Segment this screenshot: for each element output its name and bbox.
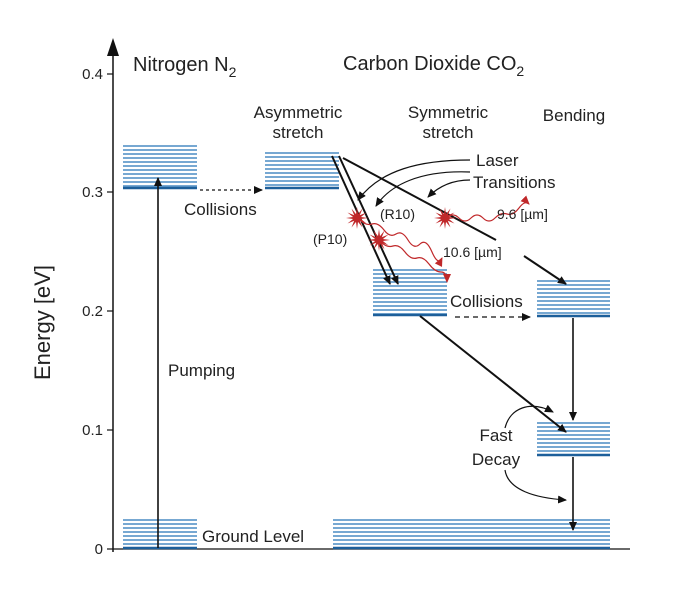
- fast-decay-label-2: Decay: [472, 450, 521, 469]
- collisions-label-1: Collisions: [184, 200, 257, 219]
- tick-label: 0.1: [82, 422, 103, 439]
- collisions-label-2: Collisions: [450, 292, 523, 311]
- transition-arrows: [154, 155, 577, 548]
- photon-burst-icon: [434, 207, 456, 229]
- photon-waves: [359, 195, 530, 283]
- n2-ground-level: [123, 519, 197, 550]
- symmetric-level: [373, 269, 447, 317]
- laser-pointer-3: [427, 179, 471, 198]
- co2-ground-level: [333, 519, 610, 550]
- tick-label: 0.2: [82, 303, 103, 320]
- r10-label: (R10): [380, 206, 415, 222]
- bending-label: Bending: [543, 106, 605, 125]
- laser-pointer-1: [357, 159, 471, 201]
- ground-level-label: Ground Level: [202, 527, 304, 546]
- photon-burst-icon: [368, 229, 390, 251]
- fast-decay-pointer-2: [504, 469, 567, 504]
- transition-arrow-r10: [338, 155, 399, 285]
- pumping-label: Pumping: [168, 361, 235, 380]
- asymmetric-label: Asymmetric: [254, 103, 343, 122]
- photon-wave-p10: [380, 241, 451, 283]
- n2-upper-level: [123, 145, 197, 190]
- tick-label: 0.4: [82, 66, 103, 83]
- decay-arrow-sym: [419, 315, 567, 433]
- symmetric-label: Symmetric: [408, 103, 489, 122]
- nitrogen-header: Nitrogen N2: [133, 54, 237, 80]
- wavelength-106-label: 10.6 [µm]: [443, 244, 502, 260]
- photon-burst-icon: [346, 207, 368, 229]
- wavelength-96-label: 9.6 [µm]: [497, 206, 548, 222]
- tick-label: 0: [95, 541, 103, 558]
- fast-decay-label-1: Fast: [479, 426, 512, 445]
- bending-upper-level: [537, 280, 610, 318]
- bending-middle-level: [537, 422, 610, 457]
- laser-label-2: Transitions: [473, 173, 556, 192]
- asymmetric-label-2: stretch: [272, 123, 323, 142]
- symmetric-label-2: stretch: [422, 123, 473, 142]
- axis-arrow-icon: [107, 38, 119, 56]
- laser-label-1: Laser: [476, 151, 519, 170]
- photon-wave-96: [446, 195, 530, 222]
- transition-arrow-96: [342, 157, 497, 241]
- y-axis-label: Energy [eV]: [30, 265, 55, 380]
- p10-label: (P10): [313, 231, 347, 247]
- asymmetric-level: [265, 152, 339, 190]
- laser-pointer-2: [375, 171, 471, 207]
- transition-arrow-96-end: [523, 255, 567, 285]
- co2-header: Carbon Dioxide CO2: [343, 53, 524, 79]
- photon-wave-r10: [359, 219, 443, 267]
- tick-label: 0.3: [82, 184, 103, 201]
- fast-decay-pointer-1: [504, 404, 554, 429]
